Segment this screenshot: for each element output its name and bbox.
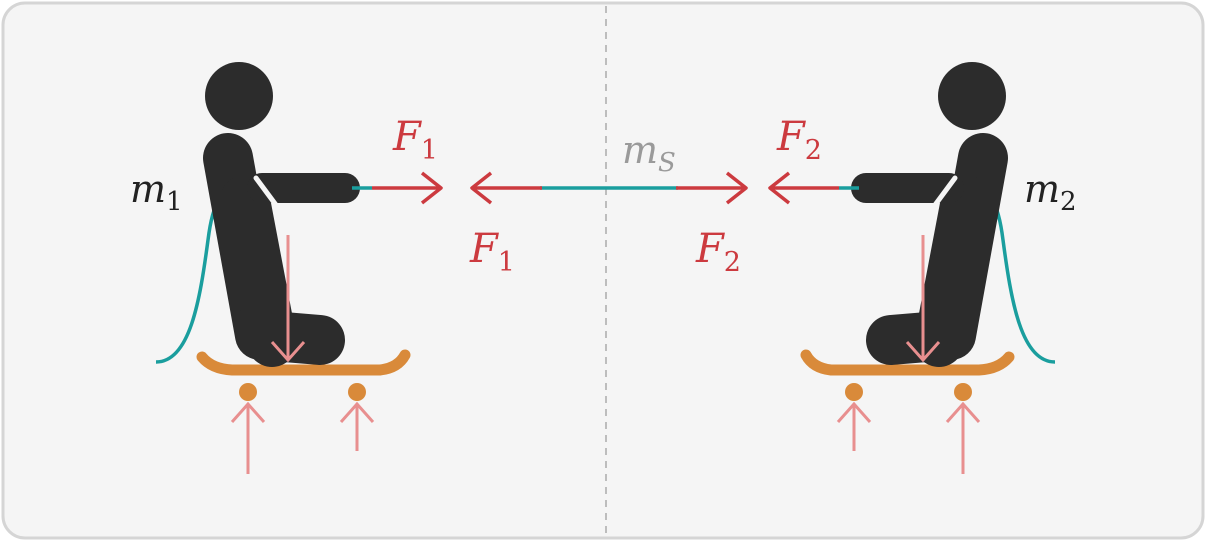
left-normal-force-arrow-1 [230,401,266,474]
right-weight-arrow [905,235,941,363]
center-rope-group [470,171,748,205]
label-m1: m1 [130,167,183,217]
force-arrow-F2-on-m2 [768,171,839,205]
right-normal-force-arrow-2 [836,401,872,451]
label-F2-bottom: F2 [695,226,741,278]
skateboard-icon [196,349,411,401]
person-pulling-rope-icon [851,62,1008,367]
force-arrow-F2-on-rope [676,171,748,205]
label-F2-top: F2 [776,114,822,166]
right-person-group [768,62,1056,474]
force-arrow-F1-on-rope [470,171,542,205]
person-pulling-rope-icon [203,62,360,367]
right-normal-force-arrow-1 [945,401,981,474]
label-F1-bottom: F1 [469,226,515,278]
label-F1-top: F1 [392,114,438,166]
left-person-group [155,62,443,474]
label-m2: m2 [1024,167,1077,217]
label-mS: mS [622,128,676,178]
left-normal-force-arrow-2 [339,401,375,451]
skateboard-icon [800,349,1015,401]
force-arrow-F1-on-m1 [372,171,443,205]
left-weight-arrow [270,235,306,363]
